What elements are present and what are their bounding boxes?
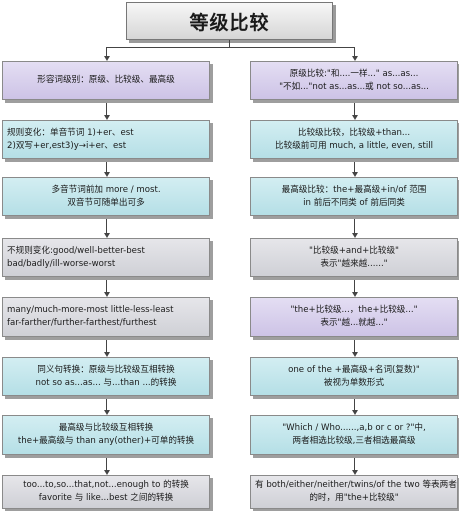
left-connector-line bbox=[106, 280, 107, 292]
diagram-title: 等级比较 bbox=[126, 2, 333, 40]
left-top-stem bbox=[106, 47, 107, 56]
left-top-arrow bbox=[103, 56, 110, 61]
left-connector-line bbox=[106, 162, 107, 172]
right-box-2: 比较级比较，比较级+than... 比较级前可用 much, a little, … bbox=[250, 120, 458, 159]
right-connector-arrow bbox=[351, 470, 358, 475]
left-box-line: 同义句转换：原级与比较级互相转换 bbox=[37, 364, 175, 375]
right-connector-arrow bbox=[351, 410, 358, 415]
right-connector-line bbox=[354, 219, 355, 233]
right-box-line: 表示"越来越......" bbox=[320, 258, 388, 269]
right-connector-line bbox=[354, 103, 355, 115]
left-connector-arrow bbox=[103, 410, 110, 415]
left-connector-line bbox=[106, 340, 107, 352]
left-box-line: 2)双写+er,est3)y→i+er、est bbox=[7, 140, 127, 151]
left-box-2: 规则变化：单音节词 1)+er、est 2)双写+er,est3)y→i+er、e… bbox=[2, 120, 210, 159]
left-connector-arrow bbox=[103, 233, 110, 238]
left-box-5: many/much-more-most little-less-least far… bbox=[2, 297, 210, 337]
left-box-line: favorite 与 like...best 之间的转换 bbox=[38, 493, 174, 503]
right-box-line: "Which / Who......,a,b or c or ?"中, bbox=[282, 423, 426, 434]
right-box-6: one of the +最高级+名词(复数)" 被视为单数形式 bbox=[250, 357, 458, 396]
right-connector-line bbox=[354, 399, 355, 410]
right-box-3: 最高级比较：the+最高级+in/of 范围 in 前后不同类 of 前后同类 bbox=[250, 177, 458, 216]
right-box-line: one of the +最高级+名词(复数)" bbox=[288, 364, 420, 375]
left-connector-line bbox=[106, 399, 107, 410]
right-box-line: 有 both/either/neither/twins/of the two 等… bbox=[255, 480, 457, 491]
left-connector-line bbox=[106, 458, 107, 470]
left-connector-arrow bbox=[103, 352, 110, 357]
right-connector-arrow bbox=[351, 233, 358, 238]
left-box-line: bad/badly/ill-worse-worst bbox=[7, 258, 116, 269]
right-connector-line bbox=[354, 340, 355, 352]
right-box-line: 被视为单数形式 bbox=[323, 377, 385, 388]
right-connector-arrow bbox=[351, 352, 358, 357]
left-box-line: 规则变化：单音节词 1)+er、est bbox=[7, 127, 134, 138]
right-connector-arrow bbox=[351, 115, 358, 120]
left-connector-line bbox=[106, 103, 107, 115]
left-box-line: 双音节可随单出可多 bbox=[67, 197, 145, 208]
left-connector-arrow bbox=[103, 292, 110, 297]
right-box-line: 原级比较:"和....一样..." as...as... bbox=[289, 68, 419, 79]
left-box-8: too...to,so...that,not...enough to 的转换 fa… bbox=[2, 475, 210, 509]
right-box-line: 两者相选比较级,三者相选最高级 bbox=[292, 436, 416, 446]
left-box-line: the+最高级与 than any(other)+可单的转换 bbox=[17, 436, 195, 446]
left-box-line: many/much-more-most little-less-least bbox=[7, 305, 174, 316]
right-box-line: 的时，用"the+比较级" bbox=[309, 493, 399, 503]
left-box-line: 最高级与比较级互相转换 bbox=[58, 423, 154, 434]
left-box-6: 同义句转换：原级与比较级互相转换 not so as...as... 与...th… bbox=[2, 357, 210, 396]
right-box-1: 原级比较:"和....一样..." as...as... "不如..."not a… bbox=[250, 61, 458, 100]
left-box-line: not so as...as... 与...than ...的转换 bbox=[35, 377, 177, 388]
right-box-line: 比较级前可用 much, a little, even, still bbox=[275, 140, 433, 151]
right-connector-arrow bbox=[351, 172, 358, 177]
right-connector-arrow bbox=[351, 292, 358, 297]
right-connector-line bbox=[354, 280, 355, 292]
right-top-stem bbox=[354, 47, 355, 56]
left-box-line: 形容词级别：原级、比较级、最高级 bbox=[37, 75, 175, 86]
right-top-arrow bbox=[351, 56, 358, 61]
right-box-7: "Which / Who......,a,b or c or ?"中, 两者相选比… bbox=[250, 415, 458, 455]
left-box-1: 形容词级别：原级、比较级、最高级 bbox=[2, 61, 210, 100]
title-stem bbox=[229, 40, 230, 47]
right-box-line: 比较级比较，比较级+than... bbox=[297, 127, 411, 138]
right-box-8: 有 both/either/neither/twins/of the two 等… bbox=[250, 475, 458, 509]
right-box-5: "the+比较级...，the+比较级..." 表示"越...就越..." bbox=[250, 297, 458, 337]
right-box-line: "the+比较级...，the+比较级..." bbox=[290, 305, 418, 316]
left-box-4: 不规则变化:good/well-better-best bad/badly/ill… bbox=[2, 238, 210, 277]
left-connector-arrow bbox=[103, 470, 110, 475]
right-connector-line bbox=[354, 162, 355, 172]
left-box-7: 最高级与比较级互相转换 the+最高级与 than any(other)+可单的转… bbox=[2, 415, 210, 455]
right-box-line: 表示"越...就越..." bbox=[320, 318, 388, 328]
left-connector-arrow bbox=[103, 115, 110, 120]
left-box-line: 不规则变化:good/well-better-best bbox=[7, 245, 145, 256]
left-box-line: too...to,so...that,not...enough to 的转换 bbox=[23, 480, 189, 491]
right-box-line: "不如..."not as...as...或 not so...as... bbox=[279, 81, 429, 92]
left-box-line: 多音节词前加 more / most. bbox=[51, 184, 161, 195]
right-box-line: "比较级+and+比较级" bbox=[308, 245, 400, 256]
left-box-line: far-farther/further-farthest/furthest bbox=[7, 318, 157, 328]
left-connector-line bbox=[106, 219, 107, 233]
right-box-line: 最高级比较：the+最高级+in/of 范围 bbox=[281, 184, 427, 195]
left-box-3: 多音节词前加 more / most. 双音节可随单出可多 bbox=[2, 177, 210, 216]
branch-bar bbox=[106, 47, 355, 48]
right-box-line: in 前后不同类 of 前后同类 bbox=[303, 197, 405, 208]
right-box-4: "比较级+and+比较级" 表示"越来越......" bbox=[250, 238, 458, 277]
left-connector-arrow bbox=[103, 172, 110, 177]
right-connector-line bbox=[354, 458, 355, 470]
